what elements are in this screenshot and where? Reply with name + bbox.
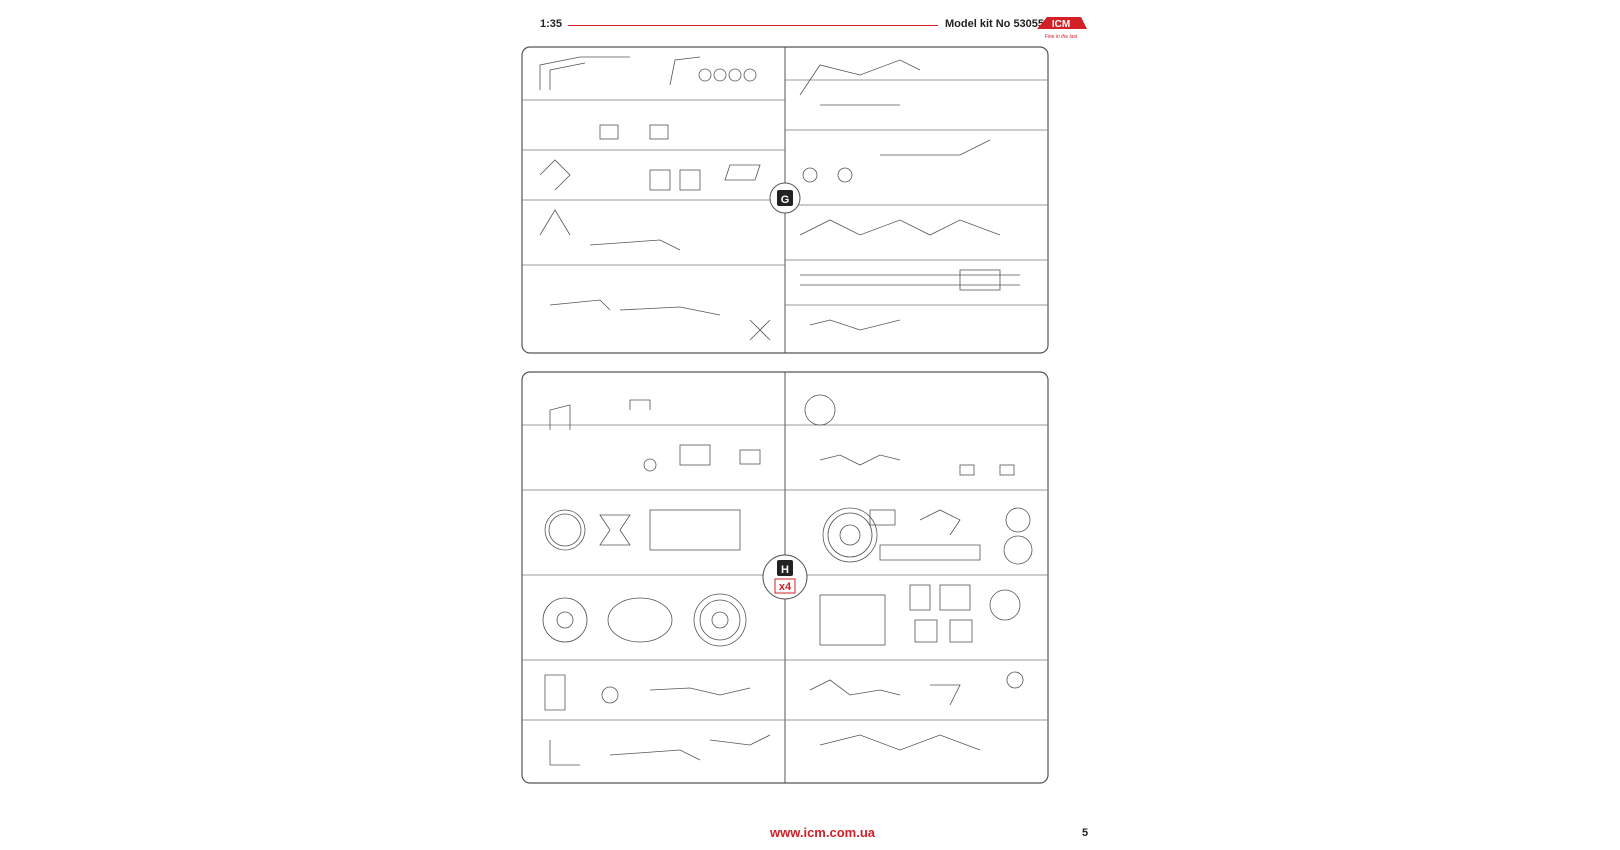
icm-logo: ICM Fine in the last (1037, 17, 1087, 40)
page-number: 5 (1082, 827, 1089, 839)
sprue-h: H x4 (521, 371, 1049, 784)
header-rule (568, 25, 938, 26)
sprue-h-letter: H (781, 564, 789, 576)
instruction-page: 1:35 Model kit No 53055 ICM Fine in the … (521, 0, 1090, 850)
sprue-g-badge: G (769, 182, 801, 214)
kit-number: Model kit No 53055 (945, 18, 1045, 30)
sprue-h-multiplier: x4 (779, 581, 792, 593)
sprue-g: G (521, 46, 1049, 354)
sprue-g-letter: G (781, 194, 790, 206)
svg-text:Fine in the last: Fine in the last (1045, 34, 1078, 40)
footer-url[interactable]: www.icm.com.ua (770, 825, 875, 840)
sprue-h-badge: H x4 (762, 554, 808, 600)
svg-text:ICM: ICM (1052, 19, 1070, 30)
scale-label: 1:35 (540, 18, 563, 30)
